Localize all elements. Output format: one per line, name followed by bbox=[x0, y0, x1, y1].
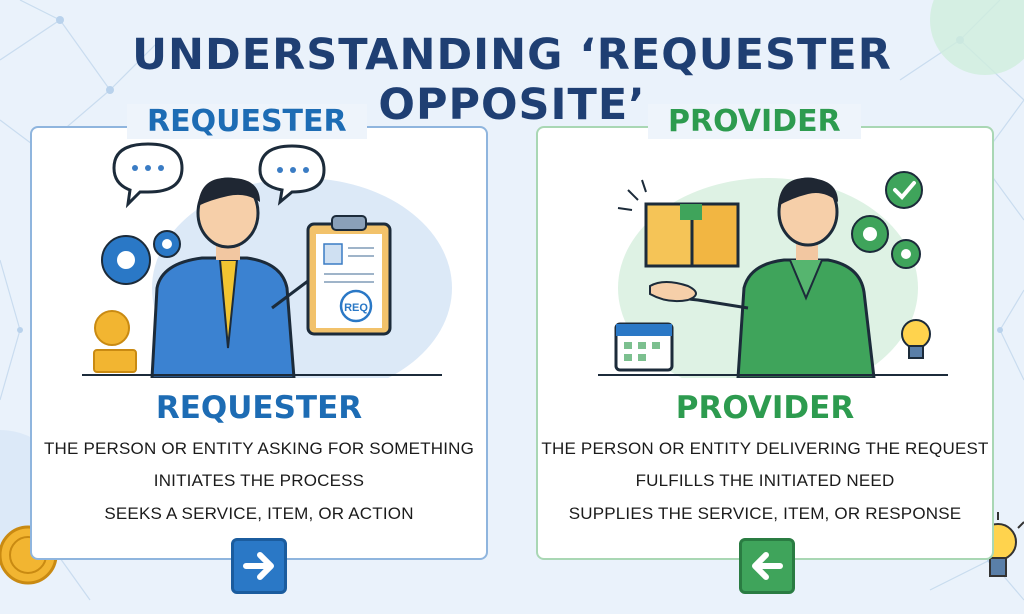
requester-line-2: INITIATES THE PROCESS bbox=[153, 471, 365, 490]
speech-bubble-icon bbox=[112, 142, 184, 209]
provider-heading: PROVIDER bbox=[675, 390, 855, 426]
arrow-right-icon bbox=[243, 552, 274, 580]
requester-line-3: SEEKS A SERVICE, ITEM, OR ACTION bbox=[104, 504, 414, 523]
requester-panel: REQUESTER bbox=[30, 104, 488, 594]
requester-panel-header: REQUESTER bbox=[127, 104, 367, 139]
requester-illustration: REQ bbox=[82, 142, 452, 378]
page-title: UNDERSTANDING ‘REQUESTER OPPOSITE’ bbox=[132, 30, 892, 130]
light-bulb-icon bbox=[901, 319, 931, 359]
check-circle-icon bbox=[885, 171, 923, 209]
requester-arrow-button[interactable] bbox=[231, 538, 287, 594]
req-badge: REQ bbox=[344, 302, 368, 314]
provider-arrow-button[interactable] bbox=[739, 538, 795, 594]
arrow-left-icon bbox=[752, 552, 783, 580]
calendar-icon bbox=[614, 322, 674, 372]
provider-illustration bbox=[598, 171, 948, 378]
clipboard-icon: REQ bbox=[306, 215, 392, 336]
provider-panel: PROVIDER bbox=[536, 104, 994, 594]
requester-person-icon bbox=[150, 177, 313, 378]
provider-line-1: THE PERSON OR ENTITY DELIVERING THE REQU… bbox=[541, 439, 989, 458]
requester-line-1: THE PERSON OR ENTITY ASKING FOR SOMETHIN… bbox=[43, 439, 475, 458]
coin-stack-icon bbox=[93, 310, 137, 373]
provider-panel-header: PROVIDER bbox=[648, 104, 861, 139]
provider-person-icon bbox=[649, 177, 876, 378]
provider-line-2: FULFILLS THE INITIATED NEED bbox=[635, 471, 895, 490]
speech-bubble-icon bbox=[258, 144, 326, 206]
provider-line-3: SUPPLIES THE SERVICE, ITEM, OR RESPONSE bbox=[568, 504, 962, 523]
requester-heading: REQUESTER bbox=[155, 390, 363, 426]
package-box-icon bbox=[617, 179, 740, 268]
